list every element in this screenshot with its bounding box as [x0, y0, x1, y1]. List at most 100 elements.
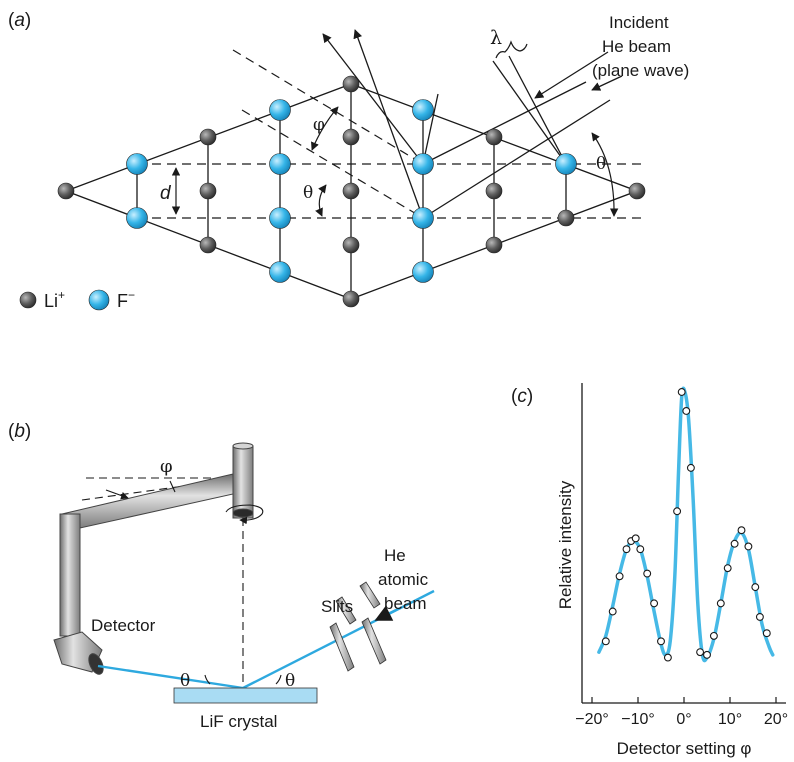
- data-point: [716, 599, 725, 608]
- data-point: [657, 637, 665, 646]
- scattered-beam: [97, 664, 244, 690]
- li-ion: [628, 182, 646, 200]
- panel-c-label: (c): [511, 386, 533, 407]
- scattered-ray: [422, 93, 439, 165]
- f-ion: [269, 207, 291, 229]
- theta-arc-right: [275, 674, 282, 685]
- data-point: [663, 653, 672, 662]
- data-point: [709, 631, 718, 640]
- phi-angle-label: φ: [313, 115, 325, 135]
- data-point: [650, 599, 659, 608]
- wavelength-brace: [495, 40, 528, 59]
- intensity-chart: −20°−10°0°10°20° Relative intensity Dete…: [556, 383, 788, 758]
- scattered-beams: [322, 29, 439, 219]
- data-point: [643, 569, 652, 578]
- phi-arrow: [105, 489, 129, 500]
- theta-angle-arc-right: [591, 132, 619, 217]
- li-ion: [342, 75, 360, 93]
- theta-angle-label-left: θ: [303, 183, 313, 203]
- phi-arrow: [169, 480, 176, 493]
- ion-legend: Li+ F−: [19, 288, 135, 311]
- lif-crystal: [173, 687, 318, 704]
- dashed-diagonal: [232, 49, 424, 165]
- incident-ray: [422, 81, 587, 165]
- f-legend-swatch: [88, 289, 110, 311]
- x-tick-label: 0°: [676, 711, 691, 728]
- li-ion: [557, 209, 575, 227]
- slits: [329, 581, 387, 672]
- x-tick-label: 20°: [764, 711, 788, 728]
- data-point: [622, 545, 631, 554]
- incident-label-line: (plane wave): [592, 61, 689, 80]
- slit-plate: [359, 581, 381, 609]
- data-point: [673, 507, 682, 516]
- f-ion: [269, 99, 291, 121]
- li-ion: [342, 182, 360, 200]
- f-ion: [412, 261, 434, 283]
- rotation-post-top: [232, 442, 254, 450]
- crystal-label: LiF crystal: [200, 712, 277, 731]
- data-point: [601, 637, 610, 646]
- li-ion: [57, 182, 75, 200]
- detector-arm: [53, 442, 254, 675]
- data-point: [696, 648, 705, 657]
- post-bottom-ring: [232, 508, 254, 518]
- lambda-label: λ: [490, 27, 502, 49]
- f-ion: [126, 207, 148, 229]
- f-ion: [269, 153, 291, 175]
- incident-ray: [422, 99, 611, 219]
- data-point: [686, 463, 695, 472]
- li-ion: [199, 182, 217, 200]
- f-ion: [412, 153, 434, 175]
- incident-label-line: He beam: [602, 37, 671, 56]
- beam-label-line: beam: [384, 594, 427, 613]
- incident-pointer-arrow: [591, 75, 623, 91]
- x-axis-label: Detector setting φ: [617, 739, 752, 758]
- dashed-diagonal: [241, 109, 424, 219]
- li-ion: [485, 236, 503, 254]
- data-point: [631, 534, 640, 543]
- data-point: [682, 407, 691, 415]
- panel-b: (b) φ Detector: [8, 421, 435, 731]
- data-point: [703, 650, 711, 659]
- data-point: [677, 388, 686, 396]
- data-point: [636, 545, 645, 554]
- incident-pointer-arrow: [534, 51, 609, 99]
- data-point: [730, 539, 739, 548]
- detector-label: Detector: [91, 616, 156, 635]
- theta-arc-left: [204, 674, 211, 685]
- beam-label: He atomic beam: [378, 546, 433, 613]
- panel-a: (a): [8, 10, 689, 311]
- y-axis-label: Relative intensity: [556, 480, 575, 609]
- f-ion: [412, 207, 434, 229]
- slit-plate: [361, 617, 387, 665]
- beam-label-line: He: [384, 546, 406, 565]
- incident-label: Incident He beam (plane wave): [592, 13, 689, 80]
- panel-a-label: (a): [8, 10, 31, 31]
- scattered-ray: [322, 33, 424, 165]
- slit-plate: [335, 596, 357, 625]
- data-point: [762, 629, 771, 638]
- panel-b-label: (b): [8, 421, 31, 442]
- slit-plate: [329, 622, 355, 672]
- li-ion: [199, 128, 217, 146]
- panel-c: (c) −20°−10°0°10°20° Relative intensity …: [511, 383, 788, 758]
- data-points: [601, 388, 771, 662]
- wavefront-dashes: [232, 49, 424, 219]
- ions: [57, 75, 646, 308]
- scattered-ray: [353, 29, 424, 219]
- incident-wave: [422, 55, 611, 219]
- phi-label: φ: [160, 456, 173, 477]
- li-ion: [199, 236, 217, 254]
- data-point: [755, 612, 764, 621]
- beam-arrow: [374, 605, 397, 622]
- slits-label: Slits: [321, 597, 353, 616]
- li-ion: [342, 290, 360, 308]
- data-point: [744, 542, 753, 551]
- li-legend-label: Li+: [44, 288, 65, 311]
- beam-label-line: atomic: [378, 570, 429, 589]
- x-tick-label: −10°: [621, 711, 655, 728]
- theta-label-left: θ: [180, 671, 190, 691]
- detector-opening: [88, 653, 104, 675]
